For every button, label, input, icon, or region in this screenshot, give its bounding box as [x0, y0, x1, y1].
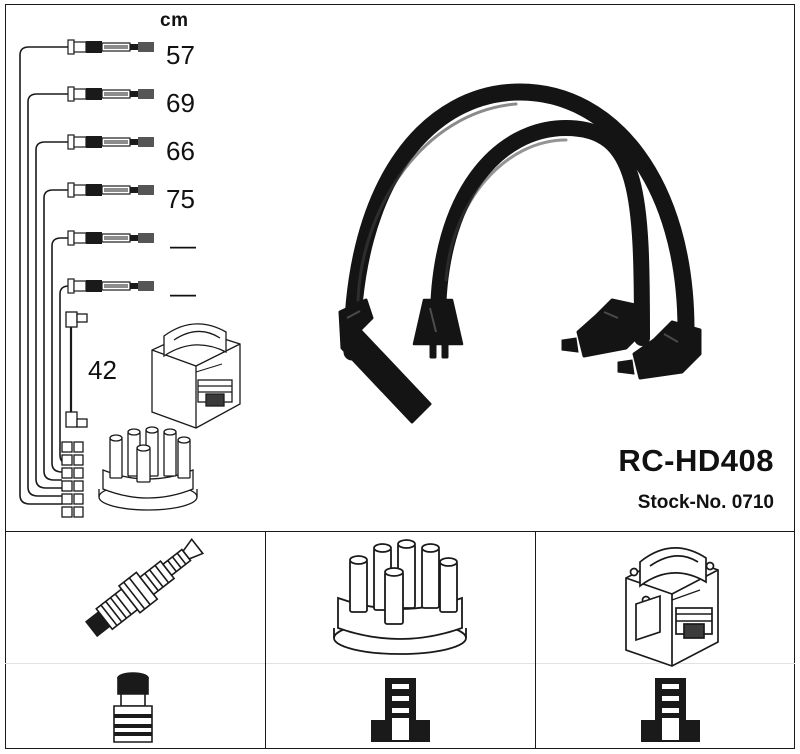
cable-length-3: 66 [166, 136, 195, 166]
connector-assembly-5 [67, 230, 154, 246]
distributor-cap-illustration [333, 539, 467, 655]
panel-divider-horizontal-lower [5, 663, 795, 664]
ignition-coil-icon-small [151, 323, 241, 429]
measurement-column: cm [160, 10, 220, 32]
cable-length-1: 57 [166, 40, 195, 70]
cable-boot-left-straight [412, 298, 464, 359]
cable-length-2: 69 [166, 88, 195, 118]
connector-assembly-2 [67, 86, 154, 102]
cable-boot-right-angled-1 [561, 298, 646, 358]
stock-number: Stock-No. 0710 [637, 492, 774, 513]
ignition-cable-photo [343, 83, 695, 361]
distributor-cap-icon-small [98, 426, 198, 511]
cable-boot-right-angled-2 [617, 320, 702, 380]
cable-length-4: 75 [166, 184, 195, 214]
outer-frame [5, 4, 795, 749]
panel-divider-vertical-right [535, 531, 536, 749]
connector-assembly-4 [67, 182, 154, 198]
coil-lead-length: 42 [88, 355, 117, 385]
ignition-coil-illustration [625, 547, 719, 667]
coil-terminal-symbol [641, 678, 700, 742]
connector-assembly-1 [67, 39, 154, 55]
panel-divider-horizontal [5, 531, 795, 532]
connector-assembly-6 [67, 278, 154, 294]
panel-divider-vertical-left [265, 531, 266, 749]
cable-length-5: — [170, 230, 196, 260]
part-number: RC-HD408 [618, 443, 774, 478]
cable-length-6: — [170, 278, 196, 308]
unit-header: cm [160, 10, 189, 31]
coil-lead-cable [65, 311, 88, 428]
connector-assembly-3 [67, 134, 154, 150]
spark-plug-illustration [84, 537, 205, 638]
distributor-terminal-symbol [371, 678, 430, 742]
cable-boot-left-angled [338, 298, 432, 424]
spark-plug-terminal-boot [113, 672, 153, 743]
